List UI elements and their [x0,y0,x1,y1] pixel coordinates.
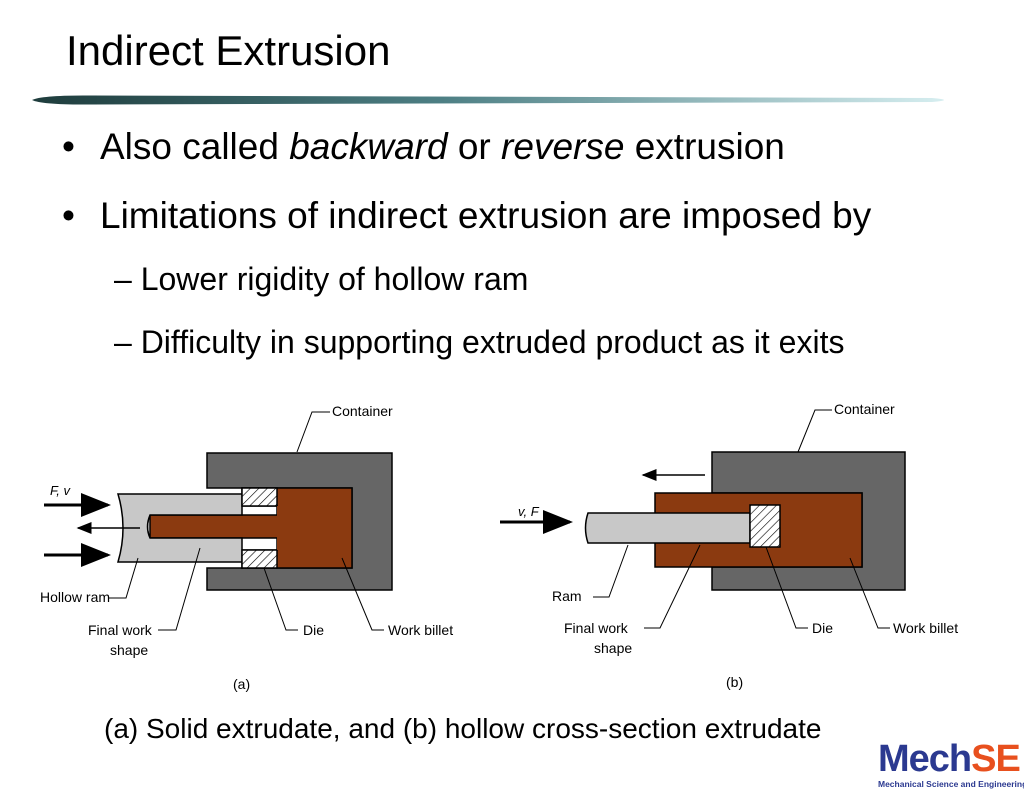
subfigure-label-a: (a) [233,676,250,692]
title-underline [32,95,944,105]
force-label-b: v, F [518,504,540,519]
leader-final-work-b [644,544,701,629]
die-b [749,504,781,548]
leader-container-b [797,409,832,453]
container-label-b: Container [834,401,895,417]
logo-tagline: Mechanical Science and Engineering [878,779,1024,789]
die-a-bottom [241,549,278,569]
final-work-label-b-1: Final work [564,620,629,636]
leader-die-a [263,567,298,631]
extrusion-diagram: F, v Container Hollow ram Final work sha… [40,401,958,692]
bullet-item: • Limitations of indirect extrusion are i… [62,197,871,234]
force-label-a: F, v [50,483,71,498]
logo-part-mech: Mech [878,738,972,780]
leader-ram-b [593,544,629,598]
ram-label: Ram [552,588,582,604]
billet-a-nub [277,506,280,550]
final-work-label-a-2: shape [110,642,148,658]
diagram-a: F, v Container Hollow ram Final work sha… [40,403,453,692]
figure-caption: (a) Solid extrudate, and (b) hollow cros… [104,713,822,744]
billet-label-a: Work billet [388,622,453,638]
leader-billet-b [849,557,890,629]
bullet-emphasis: reverse [501,126,625,167]
slide-title: Indirect Extrusion [66,27,391,74]
leader-container-a [296,411,330,453]
leader-die-b [765,546,808,629]
leader-billet-a [341,557,384,631]
hollow-ram-a [116,493,243,563]
logo-wordmark: MechSE [878,738,1021,780]
sub-bullet-item: – Lower rigidity of hollow ram [114,261,529,297]
subfigure-label-b: (b) [726,674,743,690]
bullet-text: extrusion [624,126,785,167]
die-label-b: Die [812,620,833,636]
container-label-a: Container [332,403,393,419]
hollow-ram-label: Hollow ram [40,589,110,605]
final-work-label-a-1: Final work [88,622,153,638]
billet-label-b: Work billet [893,620,958,636]
final-work-label-b-2: shape [594,640,632,656]
ram-b [584,512,751,544]
mechse-logo: MechSE Mechanical Science and Engineerin… [878,740,1024,791]
sub-bullet-item: – Difficulty in supporting extruded prod… [114,324,845,360]
logo-part-se: SE [971,738,1021,780]
bullet-text: Also called [100,126,290,167]
leader-hollow-ram [108,557,139,599]
diagram-b: v, F Container Ram Final work shape Die … [500,401,958,690]
die-label-a: Die [303,622,324,638]
die-a-top [241,487,278,507]
bullet-emphasis: backward [289,126,448,167]
bullet-text: or [447,126,502,167]
leader-final-work-a [158,547,201,631]
bullet-dot: • [62,126,75,167]
extrusion-figure: F, v Container Hollow ram Final work sha… [0,390,1024,700]
bullet-text: Limitations of indirect extrusion are im… [100,195,872,236]
bullet-item: • Also called backward or reverse extrusi… [62,128,785,165]
bullet-dot: • [62,195,75,236]
